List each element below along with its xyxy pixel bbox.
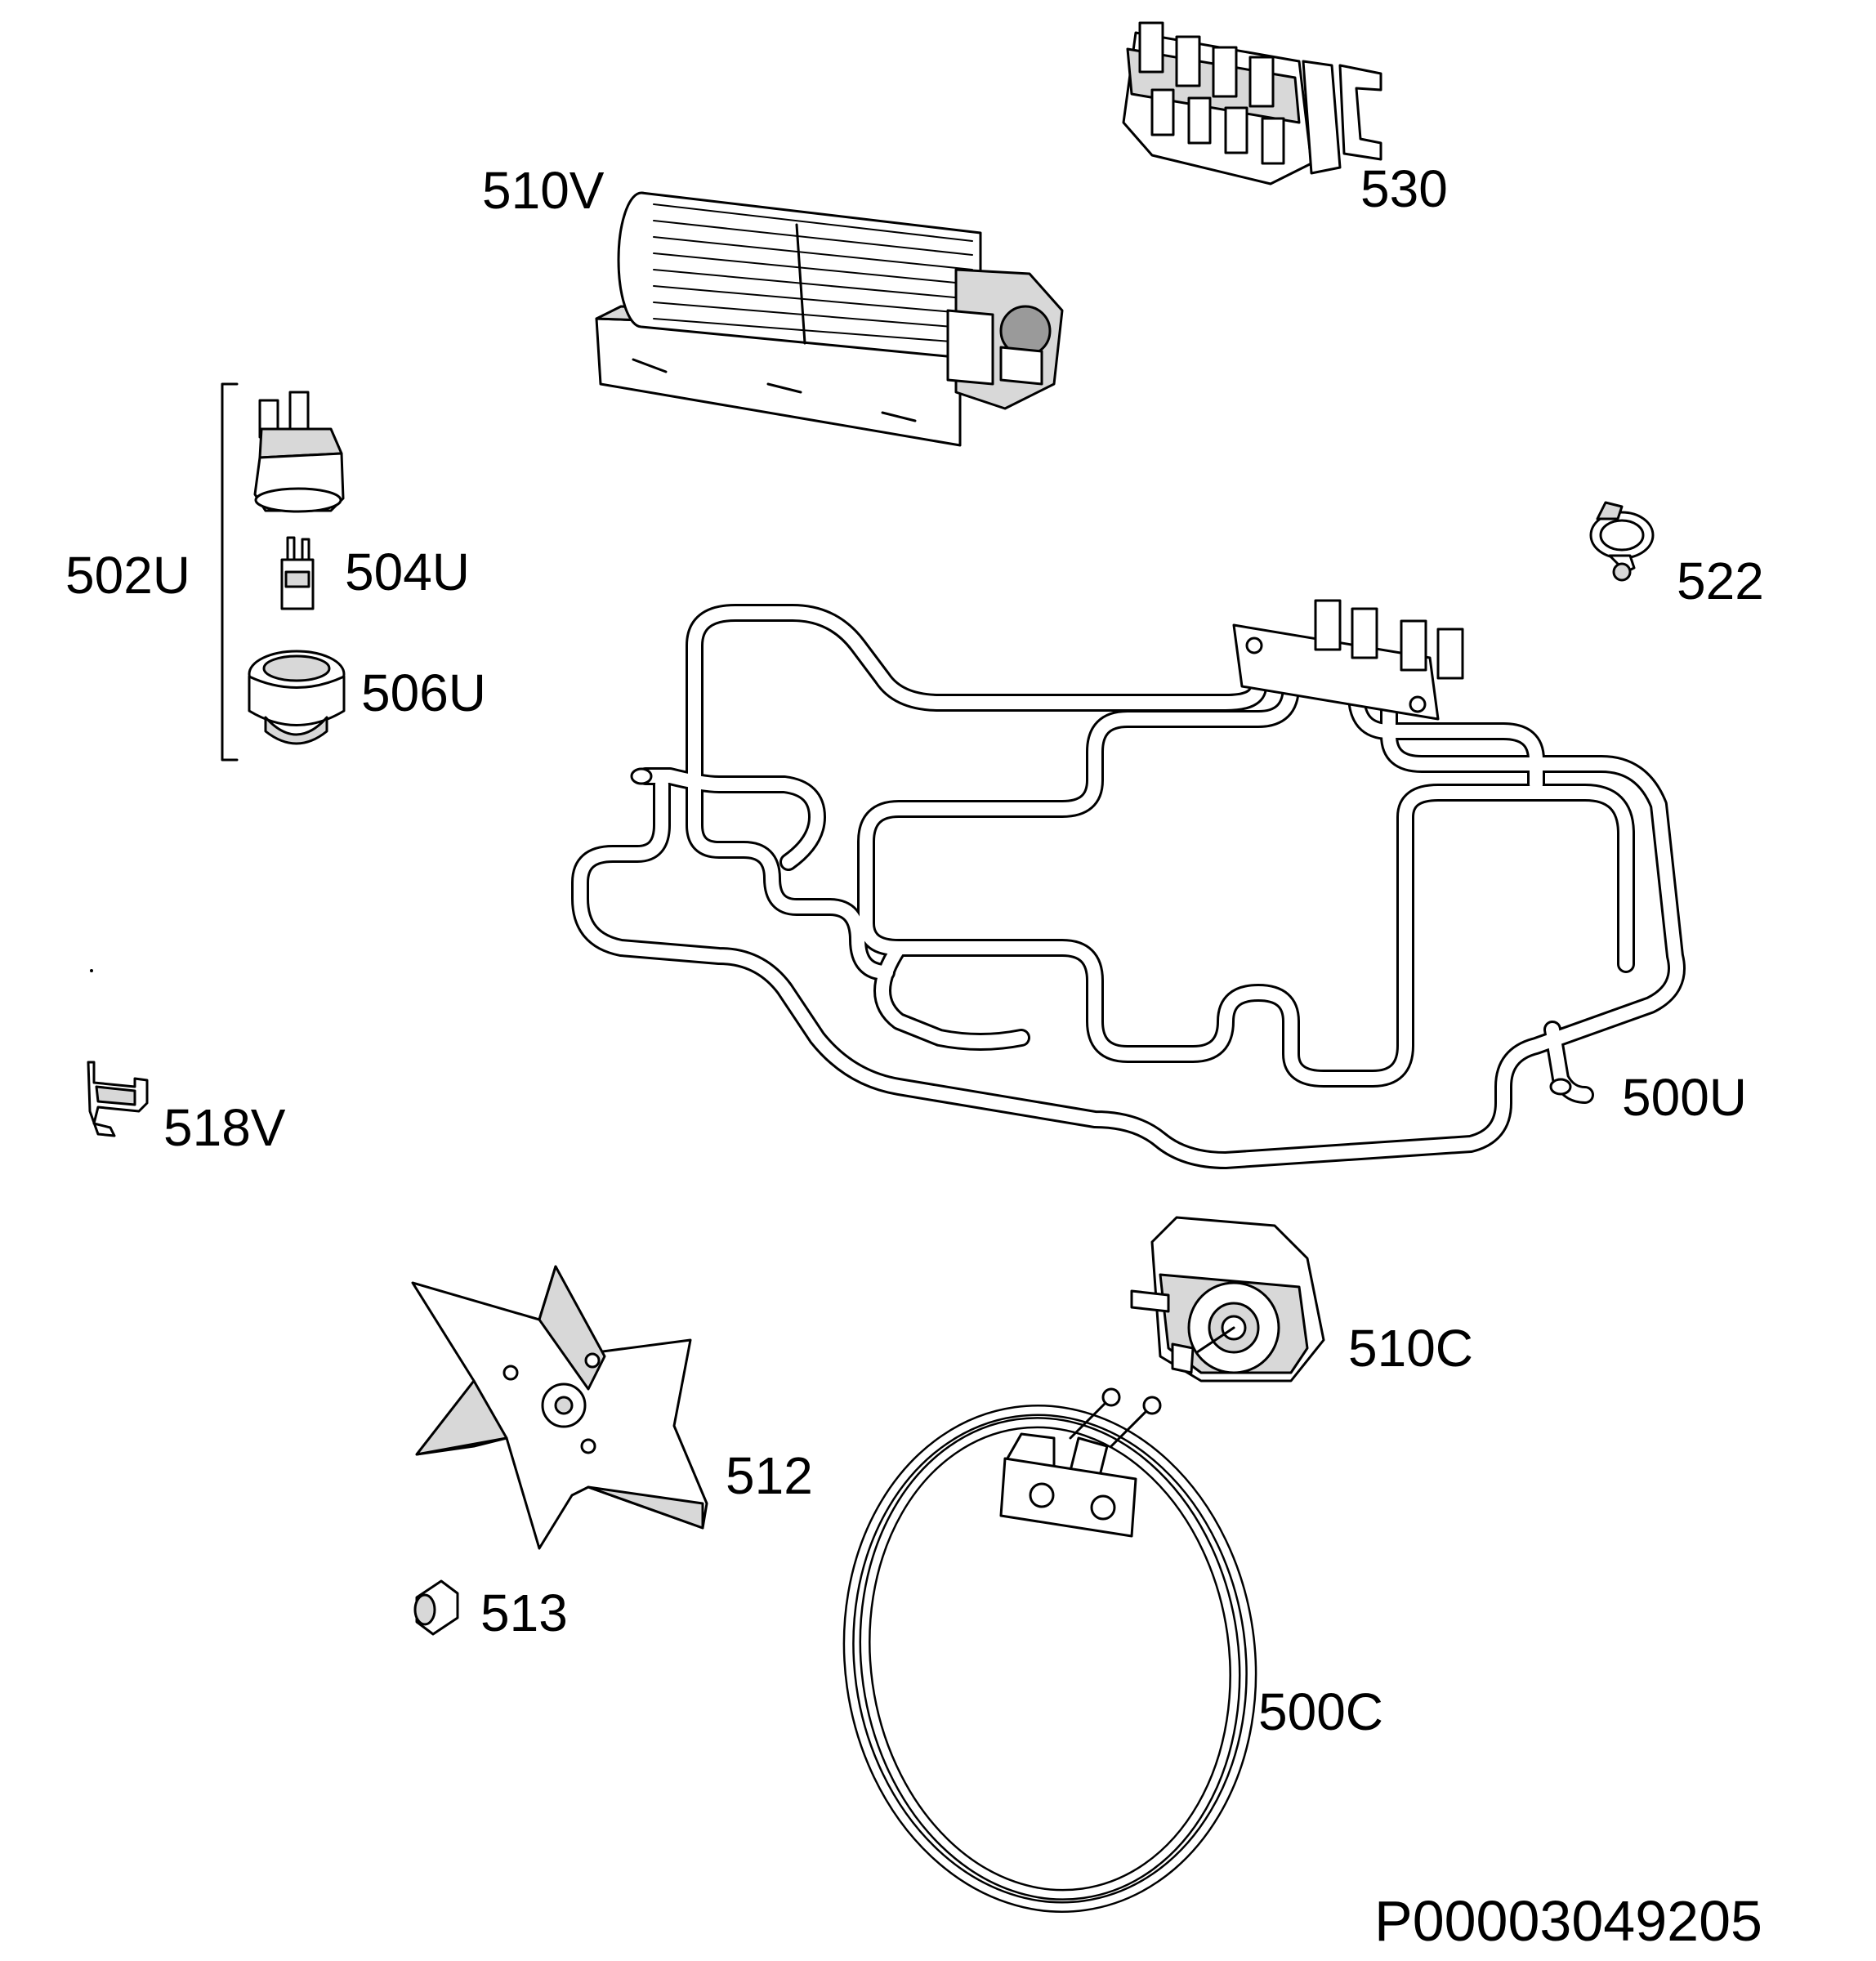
part-label-513: 513 bbox=[480, 1584, 568, 1642]
lamp-assembly-502U-bracket bbox=[221, 382, 239, 762]
part-label-510C: 510C bbox=[1348, 1319, 1473, 1378]
part-label-522: 522 bbox=[1677, 552, 1764, 610]
lamp-socket-504U-drawing[interactable] bbox=[280, 536, 315, 610]
fan-motor-510C-drawing[interactable] bbox=[1130, 1216, 1325, 1383]
lamp-holder-top-drawing[interactable] bbox=[253, 391, 345, 513]
nut-513-drawing[interactable] bbox=[413, 1579, 459, 1636]
part-label-530: 530 bbox=[1360, 159, 1448, 218]
part-label-502U: 502U bbox=[65, 546, 190, 605]
terminal-block-530-drawing[interactable] bbox=[1122, 21, 1382, 185]
part-label-506U: 506U bbox=[361, 663, 486, 722]
part-label-500C: 500C bbox=[1258, 1682, 1383, 1741]
part-label-512: 512 bbox=[726, 1446, 813, 1505]
document-number: P00003049205 bbox=[1374, 1889, 1762, 1953]
tangential-fan-510V-drawing[interactable] bbox=[595, 191, 1064, 447]
fan-impeller-512-drawing[interactable] bbox=[411, 1265, 708, 1550]
part-label-504U: 504U bbox=[345, 543, 470, 601]
part-label-510V: 510V bbox=[482, 161, 605, 220]
circular-heating-element-500C-drawing[interactable] bbox=[817, 1384, 1283, 1933]
lamp-cover-506U-drawing[interactable] bbox=[248, 650, 346, 745]
part-label-500U: 500U bbox=[1622, 1068, 1747, 1127]
grill-heating-element-500U-drawing[interactable] bbox=[580, 599, 1677, 1160]
part-label-518V: 518V bbox=[163, 1098, 286, 1157]
clip-522-drawing[interactable] bbox=[1589, 501, 1655, 582]
bracket-518V-drawing[interactable] bbox=[87, 969, 149, 1137]
